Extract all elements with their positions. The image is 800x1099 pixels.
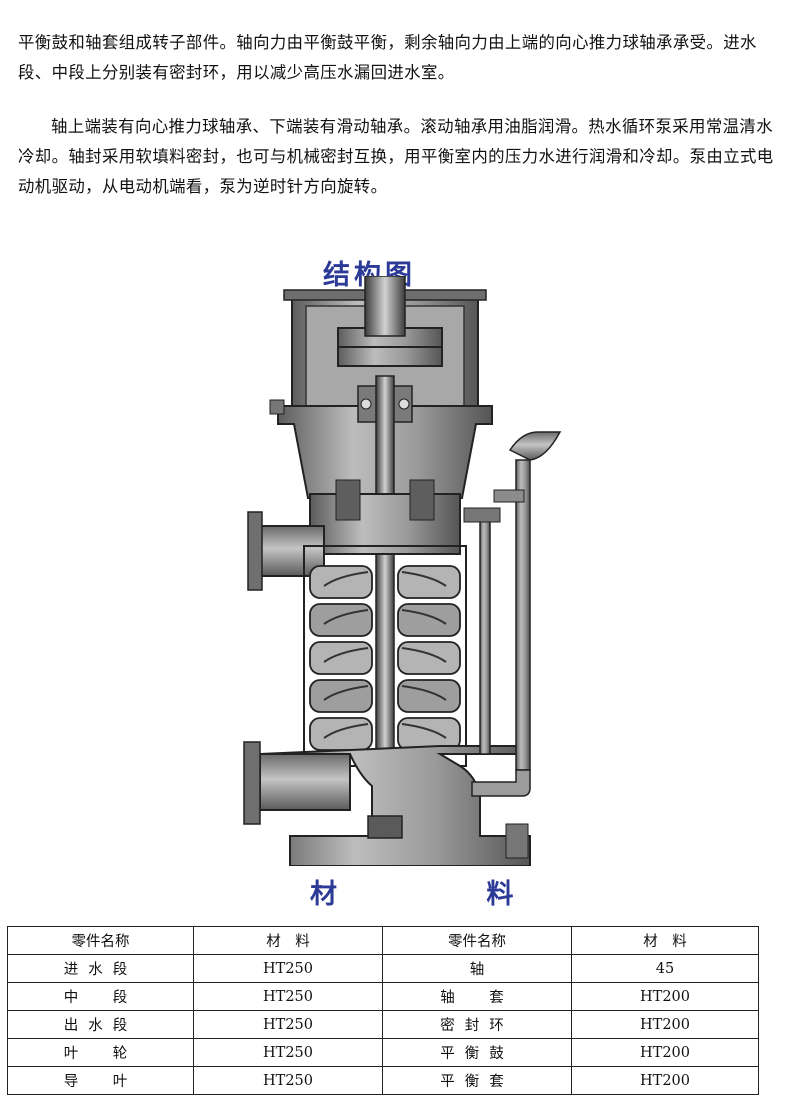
stage-right <box>397 603 461 637</box>
part-name: 密封环 <box>382 1010 572 1039</box>
cooling-water-pipe <box>463 431 562 797</box>
balance-chamber <box>309 479 461 555</box>
impeller-vane <box>401 685 447 701</box>
pump-stages <box>309 565 461 751</box>
stage-right <box>397 565 461 599</box>
sliding-bearing <box>367 815 403 839</box>
part-name: 轴 <box>382 954 572 983</box>
pump-structure-drawing <box>243 276 562 866</box>
material: HT200 <box>571 982 759 1011</box>
header-part-name: 零件名称 <box>7 926 194 955</box>
stage-left <box>309 717 373 751</box>
motor-shaft <box>364 276 406 337</box>
table-row: 出水段 HT250 密封环 HT200 <box>7 1010 759 1039</box>
part-name: 平衡套 <box>382 1066 572 1095</box>
material: HT250 <box>193 954 383 983</box>
outlet-section <box>243 741 531 866</box>
material: HT250 <box>193 1066 383 1095</box>
paragraph-rotor: 平衡鼓和轴套组成转子部件。轴向力由平衡鼓平衡，剩余轴向力由上端的向心推力球轴承承… <box>18 33 757 82</box>
stage-left <box>309 641 373 675</box>
header-material: 材 料 <box>193 926 383 955</box>
stage-right <box>397 679 461 713</box>
material: HT200 <box>571 1066 759 1095</box>
impeller-vane <box>323 571 369 587</box>
table-header-row: 零件名称 材 料 零件名称 材 料 <box>7 926 759 955</box>
paragraph-bearings: 轴上端装有向心推力球轴承、下端装有滑动轴承。滚动轴承用油脂润滑。热水循环泵采用常… <box>18 117 774 196</box>
materials-table: 零件名称 材 料 零件名称 材 料 进水段 HT250 轴 45 中 段 HT2… <box>7 926 759 1095</box>
stage-left <box>309 565 373 599</box>
stage-right <box>397 641 461 675</box>
part-name: 出水段 <box>7 1010 194 1039</box>
material: HT250 <box>193 982 383 1011</box>
part-name: 轴 套 <box>382 982 572 1011</box>
material: HT200 <box>571 1038 759 1067</box>
impeller-vane <box>401 723 447 739</box>
table-row: 导 叶 HT250 平衡套 HT200 <box>7 1066 759 1095</box>
stage-left <box>309 679 373 713</box>
impeller-vane <box>323 609 369 625</box>
table-row: 进水段 HT250 轴 45 <box>7 954 759 983</box>
impeller-vane <box>323 685 369 701</box>
header-part-name: 零件名称 <box>382 926 572 955</box>
table-row: 叶 轮 HT250 平衡鼓 HT200 <box>7 1038 759 1067</box>
part-name: 中 段 <box>7 982 194 1011</box>
material: HT250 <box>193 1038 383 1067</box>
impeller-vane <box>401 647 447 663</box>
impeller-vane <box>323 723 369 739</box>
part-name: 叶 轮 <box>7 1038 194 1067</box>
material: HT250 <box>193 1010 383 1039</box>
material: 45 <box>571 954 759 983</box>
materials-title: 材 料 <box>310 879 584 910</box>
part-name: 平衡鼓 <box>382 1038 572 1067</box>
part-name: 导 叶 <box>7 1066 194 1095</box>
header-material: 材 料 <box>571 926 759 955</box>
impeller-vane <box>401 571 447 587</box>
impeller-vane <box>401 609 447 625</box>
table-row: 中 段 HT250 轴 套 HT200 <box>7 982 759 1011</box>
impeller-vane <box>323 647 369 663</box>
part-name: 进水段 <box>7 954 194 983</box>
stage-left <box>309 603 373 637</box>
material: HT200 <box>571 1010 759 1039</box>
